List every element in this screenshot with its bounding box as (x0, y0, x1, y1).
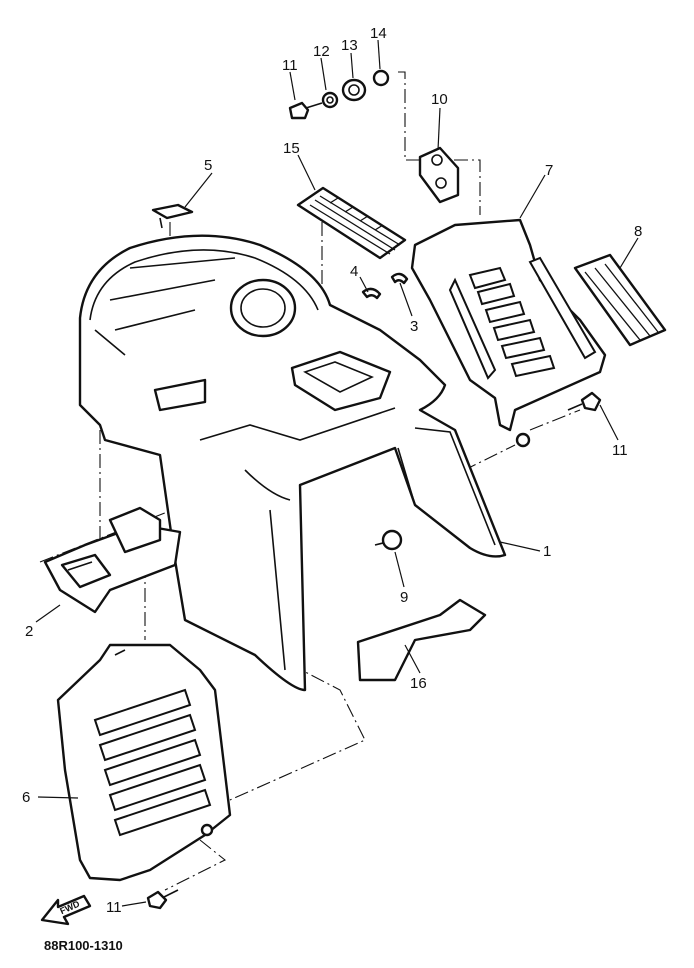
right-side-cover (410, 218, 607, 448)
callout-1: 1 (543, 543, 551, 560)
callout-7: 7 (545, 162, 553, 179)
clip-part (151, 203, 194, 229)
bolt-right (567, 391, 602, 412)
callout-15: 15 (283, 140, 300, 157)
leader-lines (35, 39, 639, 907)
forward-arrow: FWD (40, 894, 92, 926)
callout-6: 6 (22, 789, 30, 806)
callout-4: 4 (350, 263, 358, 280)
bolt-lower-left (146, 889, 179, 910)
callout-3: 3 (410, 318, 418, 335)
callout-10: 10 (431, 91, 448, 108)
bracket-part (418, 146, 460, 204)
clip-part-3 (390, 272, 409, 285)
left-side-cover (56, 643, 232, 882)
callout-2: 2 (25, 623, 33, 640)
pad-part (296, 186, 407, 260)
diagram-code: 88R100-1310 (44, 938, 123, 953)
rear-fender-body (78, 234, 507, 692)
hardware-stack (288, 69, 390, 120)
grommet-part (374, 529, 403, 551)
clip-part-4 (361, 287, 382, 300)
callout-labels: 1 2 3 4 5 6 7 8 9 10 11 11 11 12 13 14 1… (22, 25, 642, 916)
tail-light-assembly (43, 506, 182, 614)
callout-12: 12 (313, 43, 330, 60)
callout-9: 9 (400, 589, 408, 606)
callout-8: 8 (634, 223, 642, 240)
callout-16: 16 (410, 675, 427, 692)
callout-11-bottom: 11 (106, 899, 122, 916)
callout-11-right: 11 (612, 442, 628, 459)
callout-14: 14 (370, 25, 387, 42)
callout-5: 5 (204, 157, 212, 174)
callout-13: 13 (341, 37, 358, 54)
mud-flap (356, 598, 487, 682)
side-pad (573, 253, 667, 347)
callout-11-top: 11 (282, 57, 298, 74)
